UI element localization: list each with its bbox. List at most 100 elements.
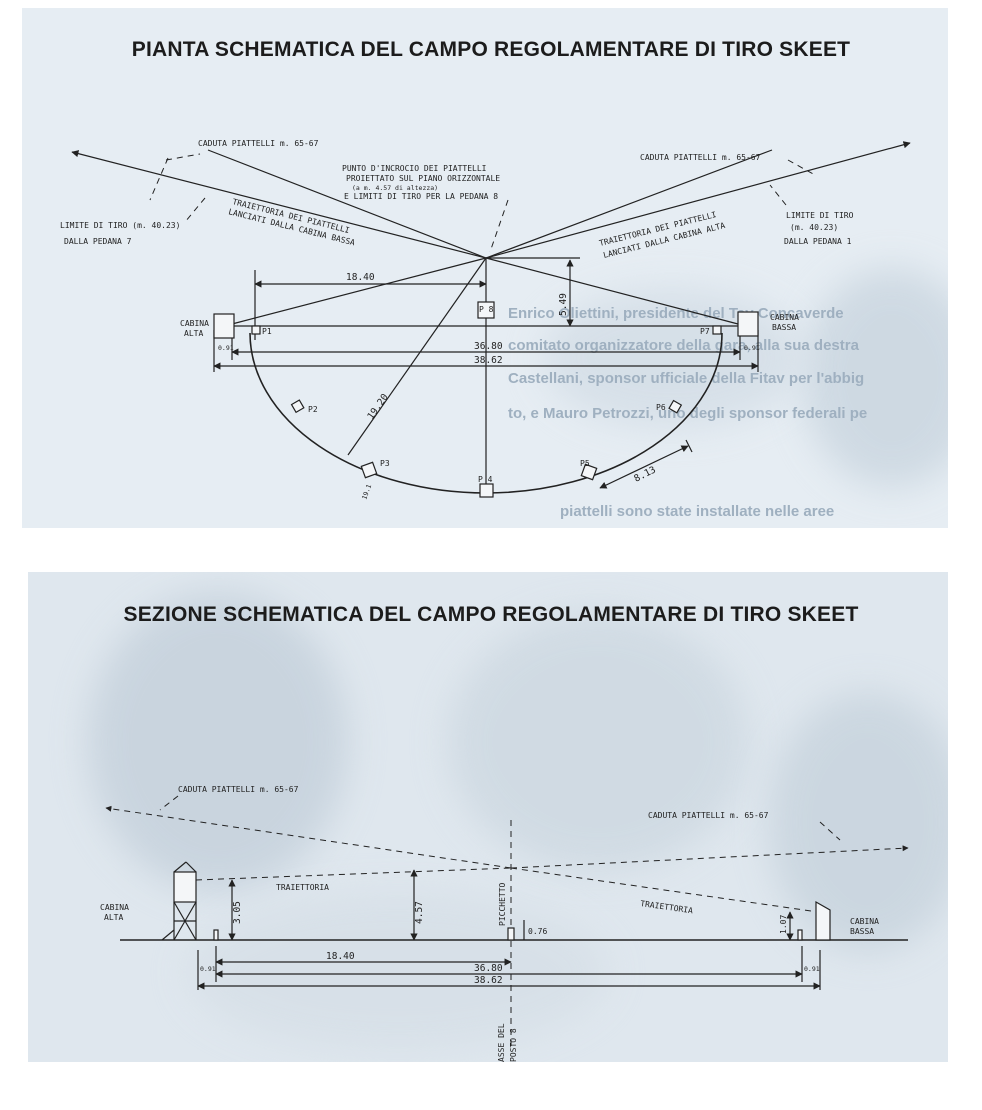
station-box-p5 (580, 463, 598, 481)
post-left (213, 929, 219, 941)
label-incrocio-4: E LIMITI DI TIRO PER LA PEDANA 8 (344, 192, 498, 201)
flight-line-left-b (207, 149, 487, 259)
label-incrocio-3: (a m. 4.57 di altezza) (352, 184, 438, 192)
section-label-asse-2: POSTO 8 (509, 1028, 518, 1062)
callout-limite-left (184, 197, 206, 223)
section-label-cabina-alta-1: CABINA (100, 903, 129, 912)
section-dim-label-305: 3.05 (232, 901, 243, 924)
line-p3-center (347, 257, 487, 456)
picchetto-stake (507, 927, 515, 941)
section-dim-label-091-left: 0.91 (200, 965, 216, 973)
post-right (797, 929, 803, 941)
callout-caduta-left-b (149, 157, 169, 201)
section-callout-right (819, 821, 841, 841)
label-station-p4: P 4 (478, 475, 493, 484)
label-limite-right-3: DALLA PEDANA 1 (784, 237, 852, 246)
cabina-alta-box (213, 313, 235, 339)
dim-label-1920: 19.20 (365, 392, 391, 422)
dim-label-3862: 38.62 (474, 355, 503, 366)
dim-label-3680: 36.80 (474, 341, 503, 352)
flight-line-right (485, 141, 911, 259)
label-station-p6: P6 (656, 403, 666, 412)
label-incrocio-1: PUNTO D'INCROCIO DEI PIATTELLI (342, 164, 487, 173)
label-limite-left-1: LIMITE DI TIRO (m. 40.23) (60, 221, 180, 230)
section-label-traiettoria-left: TRAIETTORIA (276, 883, 329, 892)
section-traj-left (195, 867, 512, 881)
tower-stair (161, 929, 175, 941)
callout-limite-right (769, 184, 787, 206)
plan-diagram: CADUTA PIATTELLI m. 65-67 CADUTA PIATTEL… (60, 139, 911, 501)
dim-label-1840: 18.40 (346, 272, 375, 283)
bg-text-line: Castellani, sponsor ufficiale della Fita… (508, 370, 864, 387)
callout-caduta-right (787, 159, 816, 176)
label-station-p1: P1 (262, 327, 272, 336)
trajectory-right (485, 257, 739, 325)
station-box-p7 (712, 325, 722, 335)
section-dim-label-091-right: 0.91 (804, 965, 820, 973)
plan-background-panel (22, 8, 948, 528)
label-station-p7: P7 (700, 327, 710, 336)
label-cabina-alta-1: CABINA (180, 319, 209, 328)
section-dim-label-107: 1.07 (779, 915, 788, 934)
section-label-cabina-bassa-2: BASSA (850, 927, 874, 936)
dim-label-191: 19.1 (360, 483, 373, 501)
tick-813 (685, 439, 693, 453)
section-label-cabina-alta-2: ALTA (104, 913, 123, 922)
label-caduta-left: CADUTA PIATTELLI m. 65-67 (198, 139, 319, 148)
label-station-p5: P5 (580, 459, 590, 468)
flight-line-right-b (485, 149, 773, 259)
label-cabina-alta-2: ALTA (184, 329, 203, 338)
hut-shape (815, 900, 831, 941)
section-label-picchetto: PICCHETTO (498, 882, 507, 926)
bg-text-line: to, e Mauro Petrozzi, uno degli sponsor … (508, 405, 867, 422)
section-dim-label-3862: 38.62 (474, 975, 503, 986)
dim-label-549: 5.49 (558, 293, 569, 316)
flight-line-left (71, 150, 487, 259)
section-traj-right (510, 867, 819, 913)
bg-text-line: piattelli sono state installate nelle ar… (560, 503, 834, 520)
dim-label-813: 8.13 (632, 464, 657, 484)
section-dim-label-1840: 18.40 (326, 951, 355, 962)
section-flight-left (105, 805, 512, 869)
station-box-p6 (668, 399, 683, 414)
label-limite-right-2: (m. 40.23) (790, 223, 838, 232)
station-box-p3 (360, 461, 378, 479)
station-box-p1 (251, 325, 261, 335)
cabina-bassa-box (737, 311, 759, 337)
label-caduta-right: CADUTA PIATTELLI m. 65-67 (640, 153, 761, 162)
label-station-p8: P 8 (479, 305, 494, 314)
bg-text-line: Enrico Oliettini, presidente del Tav Con… (508, 305, 844, 322)
section-label-asse-1: ASSE DEL (497, 1023, 506, 1062)
section-dim-label-076: 0.76 (528, 927, 547, 936)
section-label-caduta-right: CADUTA PIATTELLI m. 65-67 (648, 811, 769, 820)
plan-title: PIANTA SCHEMATICA DEL CAMPO REGOLAMENTAR… (131, 38, 851, 61)
dim-label-091-left: 0.91 (218, 344, 234, 352)
section-diagram: CADUTA PIATTELLI m. 65-67 CADUTA PIATTEL… (100, 785, 909, 1062)
station-box-p8 (477, 301, 495, 319)
tower-cabin (173, 871, 197, 903)
callout-caduta-left (165, 153, 201, 161)
label-cabina-bassa-2: BASSA (772, 323, 796, 332)
label-station-p2: P2 (308, 405, 318, 414)
section-background-panel (28, 572, 948, 1062)
station-box-p2 (290, 399, 305, 414)
dim-line-813 (599, 445, 689, 489)
background-article-text: Enrico Oliettini, presidente del Tav Con… (508, 305, 867, 520)
section-label-traiettoria-right: TRAIETTORIA (640, 899, 694, 915)
label-limite-left-2: DALLA PEDANA 7 (64, 237, 132, 246)
section-dim-label-457: 4.57 (414, 901, 425, 924)
section-dim-label-3680: 36.80 (474, 963, 503, 974)
label-limite-right-1: LIMITE DI TIRO (786, 211, 854, 220)
callout-incrocio (489, 199, 509, 253)
station-box-p4 (479, 483, 494, 498)
trajectory-left (231, 257, 487, 325)
section-callout-left (159, 795, 179, 811)
tower-roof (173, 861, 187, 873)
section-flight-right (510, 845, 909, 869)
section-label-cabina-bassa-1: CABINA (850, 917, 879, 926)
label-incrocio-2: PROIETTATO SUL PIANO ORIZZONTALE (346, 174, 500, 183)
cabina-alta-tower (161, 861, 197, 941)
section-label-caduta-left: CADUTA PIATTELLI m. 65-67 (178, 785, 299, 794)
cabina-bassa-hut (815, 900, 831, 941)
